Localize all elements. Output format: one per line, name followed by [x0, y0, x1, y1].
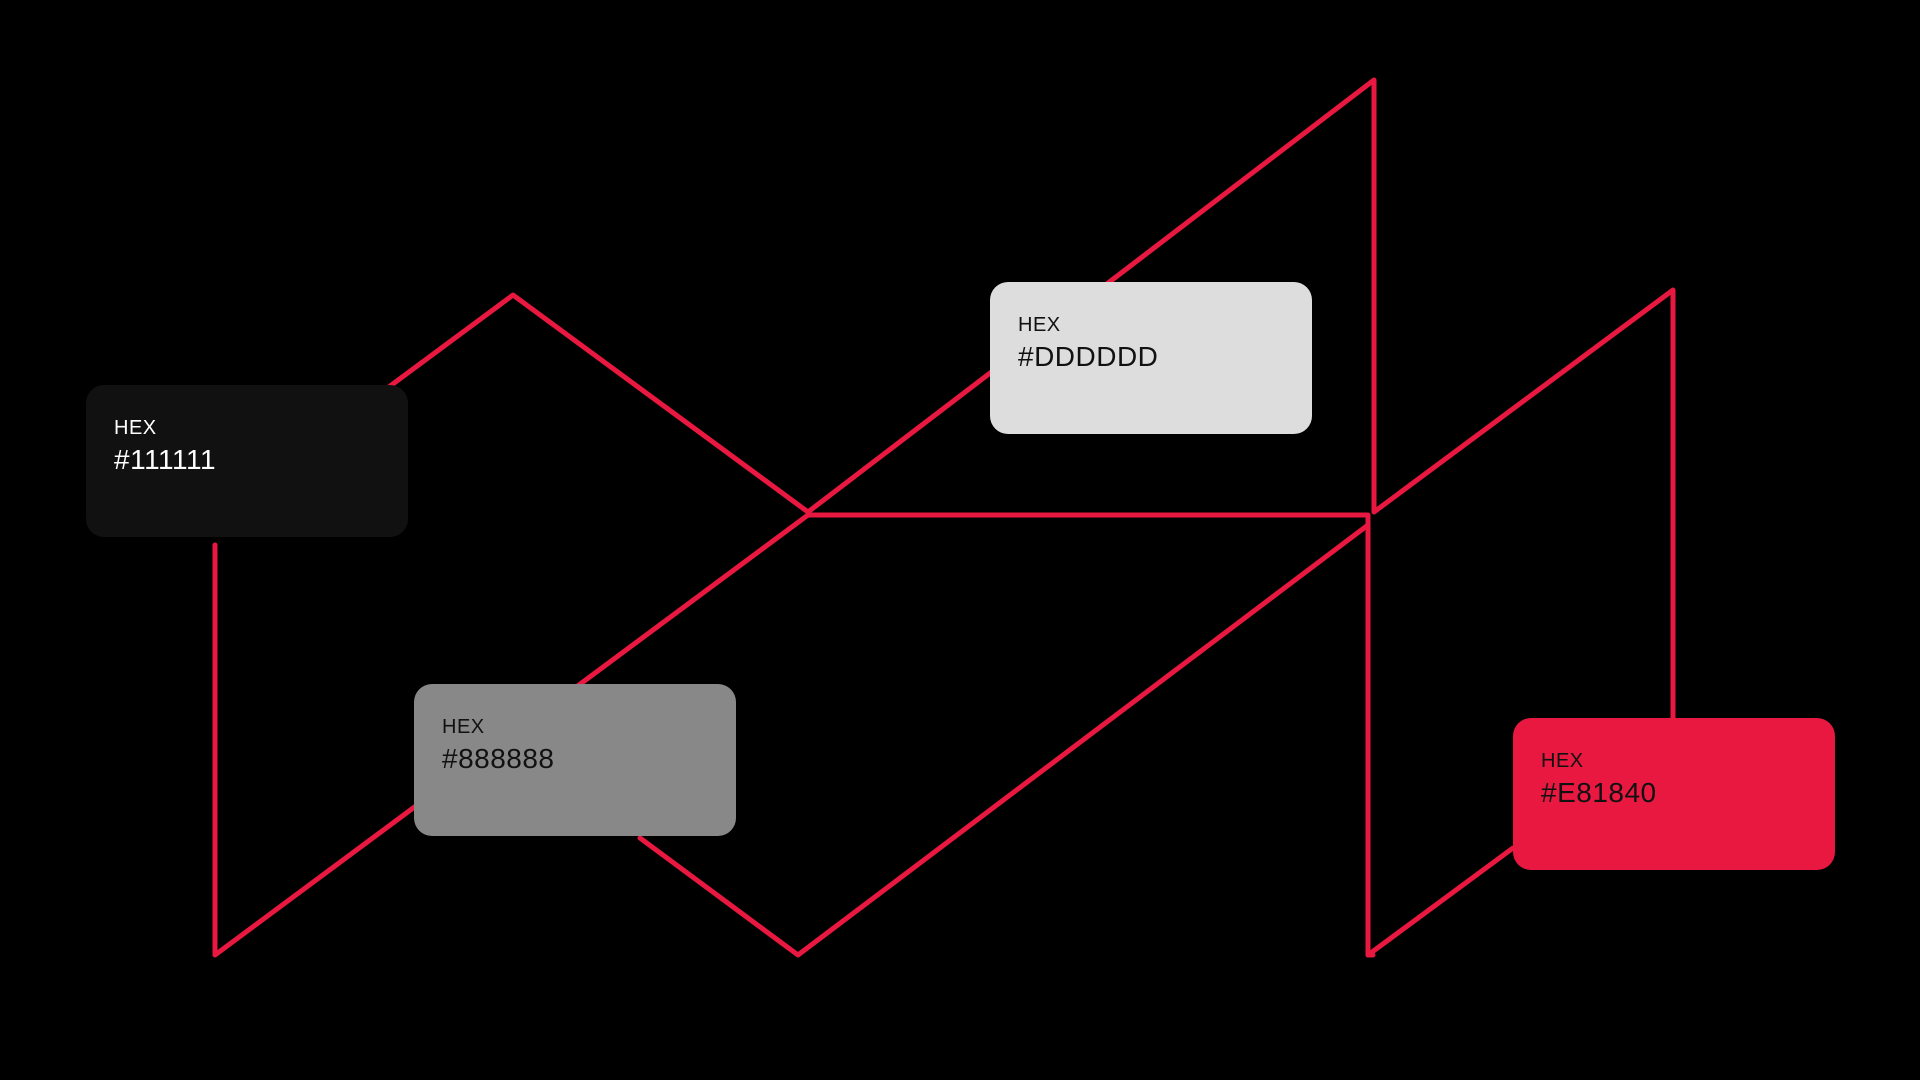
zigzag-line-left — [212, 512, 1376, 958]
zigzag-line-upper — [375, 77, 1676, 731]
swatch-card-e81840: HEX #E81840 — [1513, 718, 1835, 870]
swatch-card-888888: HEX #888888 — [414, 684, 736, 836]
swatch-hex-value: #888888 — [442, 743, 555, 774]
zigzag-line-lower — [637, 522, 1516, 958]
swatch-card-111111: HEX #111111 — [86, 385, 408, 537]
swatch-hex-value: #111111 — [114, 444, 217, 475]
swatch-label: HEX — [442, 716, 485, 738]
swatch-card-dddddd: HEX #DDDDDD — [990, 282, 1312, 434]
swatch-label: HEX — [1541, 750, 1584, 772]
swatch-hex-value: #DDDDDD — [1018, 341, 1159, 372]
swatch-label: HEX — [114, 417, 157, 439]
swatch-label: HEX — [1018, 314, 1061, 336]
swatch-hex-value: #E81840 — [1541, 777, 1657, 808]
